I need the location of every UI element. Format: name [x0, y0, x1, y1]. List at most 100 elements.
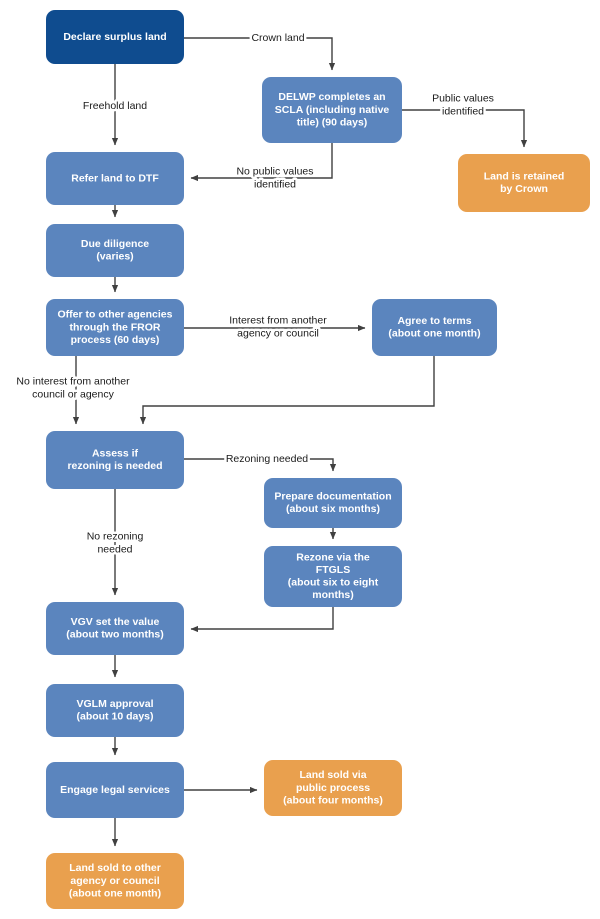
node-label-line: Due diligence: [81, 238, 149, 250]
edge-connector: [402, 109, 528, 148]
edges-layer: [72, 37, 528, 847]
edge-connector: [139, 356, 435, 425]
edge-label-line: council or agency: [32, 388, 114, 400]
edge-label-halo: identified: [442, 105, 484, 117]
node-shape: [46, 224, 184, 277]
edge-label-line: No interest from another: [16, 375, 130, 387]
node-label-line: Offer to other agencies: [58, 309, 173, 321]
edge-label-halo: identified: [254, 178, 296, 190]
edge-label-halo: No interest from another: [16, 375, 130, 387]
flowchart-node[interactable]: VGV set the value(about two months): [46, 602, 184, 655]
edge-label-line: No public values: [236, 165, 313, 177]
node-shape: [262, 77, 402, 143]
flowchart-node[interactable]: Due diligence(varies): [46, 224, 184, 277]
node-label-line: DELWP completes an: [278, 91, 385, 103]
node-label-line: Land is retained: [484, 170, 565, 182]
node-label-line: Assess if: [92, 447, 139, 459]
edge-label-halo: No public values: [236, 165, 313, 177]
edge-label-line: agency or council: [237, 327, 319, 339]
node-label-line: Prepare documentation: [274, 490, 391, 502]
node-label-line: SCLA (including native: [275, 104, 390, 116]
flowchart-node[interactable]: Prepare documentation(about six months): [264, 478, 402, 528]
node-label-line: FTGLS: [316, 564, 350, 576]
node-label-line: through the FROR: [70, 321, 161, 333]
node-label-line: (varies): [96, 251, 133, 263]
node-shape: [264, 546, 402, 607]
flowchart-node[interactable]: Declare surplus land: [46, 10, 184, 64]
node-shape: [46, 853, 184, 909]
node-label-line: Rezone via the: [296, 551, 370, 563]
edge-label-line: Rezoning needed: [226, 453, 308, 465]
node-label-line: Declare surplus land: [63, 31, 166, 43]
edge-label-line: Public values: [432, 92, 494, 104]
edge-label-halo: Rezoning needed: [226, 453, 308, 465]
node-label-line: (about four months): [283, 794, 383, 806]
node-label-line: (about one month): [388, 328, 480, 340]
node-shape: [46, 602, 184, 655]
node-label-line: process (60 days): [71, 334, 160, 346]
node-label-line: (about two months): [66, 629, 163, 641]
node-shape: [264, 760, 402, 816]
edge-label-halo: No rezoning: [87, 530, 144, 542]
node-shape: [46, 299, 184, 356]
edge-label-halo: Interest from another: [229, 314, 327, 326]
node-shape: [372, 299, 497, 356]
edge-connector: [184, 458, 337, 472]
node-label-line: rezoning is needed: [67, 460, 162, 472]
node-shape: [46, 684, 184, 737]
node-label-line: VGV set the value: [71, 616, 160, 628]
node-label-line: Agree to terms: [397, 315, 471, 327]
flowchart-node[interactable]: VGLM approval(about 10 days): [46, 684, 184, 737]
node-label-line: Land sold to other: [69, 862, 161, 874]
edge-label-halo: Crown land: [251, 32, 304, 44]
edge-label-line: No rezoning: [87, 530, 144, 542]
node-label-line: Engage legal services: [60, 784, 170, 796]
node-shape: [46, 152, 184, 205]
edge-label-halo: agency or council: [237, 327, 319, 339]
edge-label-line: identified: [254, 178, 296, 190]
edge-label-line: Crown land: [251, 32, 304, 44]
edge-label-line: identified: [442, 105, 484, 117]
node-label-line: (about one month): [69, 887, 161, 899]
node-label-line: months): [312, 589, 353, 601]
node-shape: [46, 431, 184, 489]
edge-connector: [190, 143, 333, 182]
flowchart-node[interactable]: Engage legal services: [46, 762, 184, 818]
node-label-line: title) (90 days): [297, 116, 368, 128]
flowchart-node[interactable]: Agree to terms(about one month): [372, 299, 497, 356]
flowchart-node[interactable]: Refer land to DTF: [46, 152, 184, 205]
node-label-line: (about six to eight: [288, 577, 379, 589]
node-label-line: agency or council: [70, 875, 159, 887]
node-label-line: (about six months): [286, 503, 380, 515]
edge-label-halo: Public values: [432, 92, 494, 104]
node-shape: [46, 10, 184, 64]
edge-label-line: Interest from another: [229, 314, 327, 326]
edge-label-halo: needed: [97, 543, 132, 555]
node-shape: [458, 154, 590, 212]
node-label-line: public process: [296, 782, 370, 794]
edge-connector: [190, 607, 334, 633]
edge-label-line: Freehold land: [83, 100, 147, 112]
node-label-line: Refer land to DTF: [71, 172, 159, 184]
edge-label-halo: Freehold land: [83, 100, 147, 112]
node-label-line: by Crown: [500, 183, 548, 195]
